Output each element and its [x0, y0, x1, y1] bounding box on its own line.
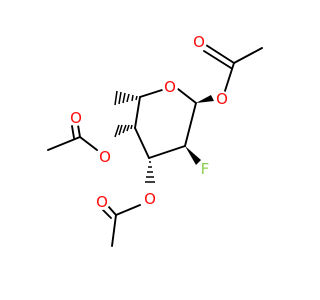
bond-c3-c4 [134, 127, 150, 159]
svg-text:O: O [70, 109, 82, 127]
bond-ring-o-c1 [177, 88, 197, 104]
molecule-structure: O O O F O O O O [47, 33, 263, 247]
c4-oxygen-hash-bond [114, 124, 133, 138]
bond-c4-ester-o-c [79, 136, 98, 151]
bond-c4-carbonyl-b [71, 125, 75, 139]
c3-oxygen-hash-bond [145, 161, 155, 183]
fluorine-wedge-bond [185, 146, 201, 165]
atom-c1-ester-oxygen: O [214, 90, 230, 108]
atom-c3-ester-oxygen: O [142, 190, 158, 208]
svg-text:O: O [216, 90, 228, 108]
atom-ring-oxygen: O [162, 78, 178, 96]
svg-text:O: O [96, 193, 108, 211]
atom-c4-carbonyl-oxygen: O [68, 109, 84, 127]
bond-c3-carbonyl-b [102, 209, 112, 219]
svg-text:O: O [164, 78, 176, 96]
c1-oxygen-wedge-bond [196, 95, 214, 103]
bond-c3-ester-o-c [115, 204, 141, 216]
bond-c1-ester-o-c [223, 62, 235, 95]
methyl-hash-bond [114, 90, 138, 106]
bond-c1-carbonyl-a [205, 44, 235, 64]
bond-c1-c2 [184, 102, 197, 147]
atom-fluorine: F [197, 160, 213, 178]
bond-c3-acetyl-methyl [111, 214, 117, 247]
bond-c3-carbonyl-a [107, 205, 117, 216]
bond-c1-acetyl-methyl [233, 47, 263, 64]
bond-c4-acetyl-methyl [47, 136, 81, 151]
atom-c4-ester-oxygen: O [97, 148, 113, 166]
bond-c2-c3 [148, 145, 186, 159]
atom-c1-carbonyl-oxygen: O [191, 33, 207, 51]
atom-c3-carbonyl-oxygen: O [94, 193, 110, 211]
bond-c4-c5 [134, 96, 141, 129]
bond-c4-carbonyl-a [77, 124, 81, 138]
bond-c5-ring-o [139, 89, 163, 98]
bond-c1-carbonyl-b [203, 50, 232, 69]
svg-text:F: F [201, 160, 210, 178]
svg-text:O: O [144, 190, 156, 208]
svg-text:O: O [99, 148, 111, 166]
svg-text:O: O [193, 33, 205, 51]
